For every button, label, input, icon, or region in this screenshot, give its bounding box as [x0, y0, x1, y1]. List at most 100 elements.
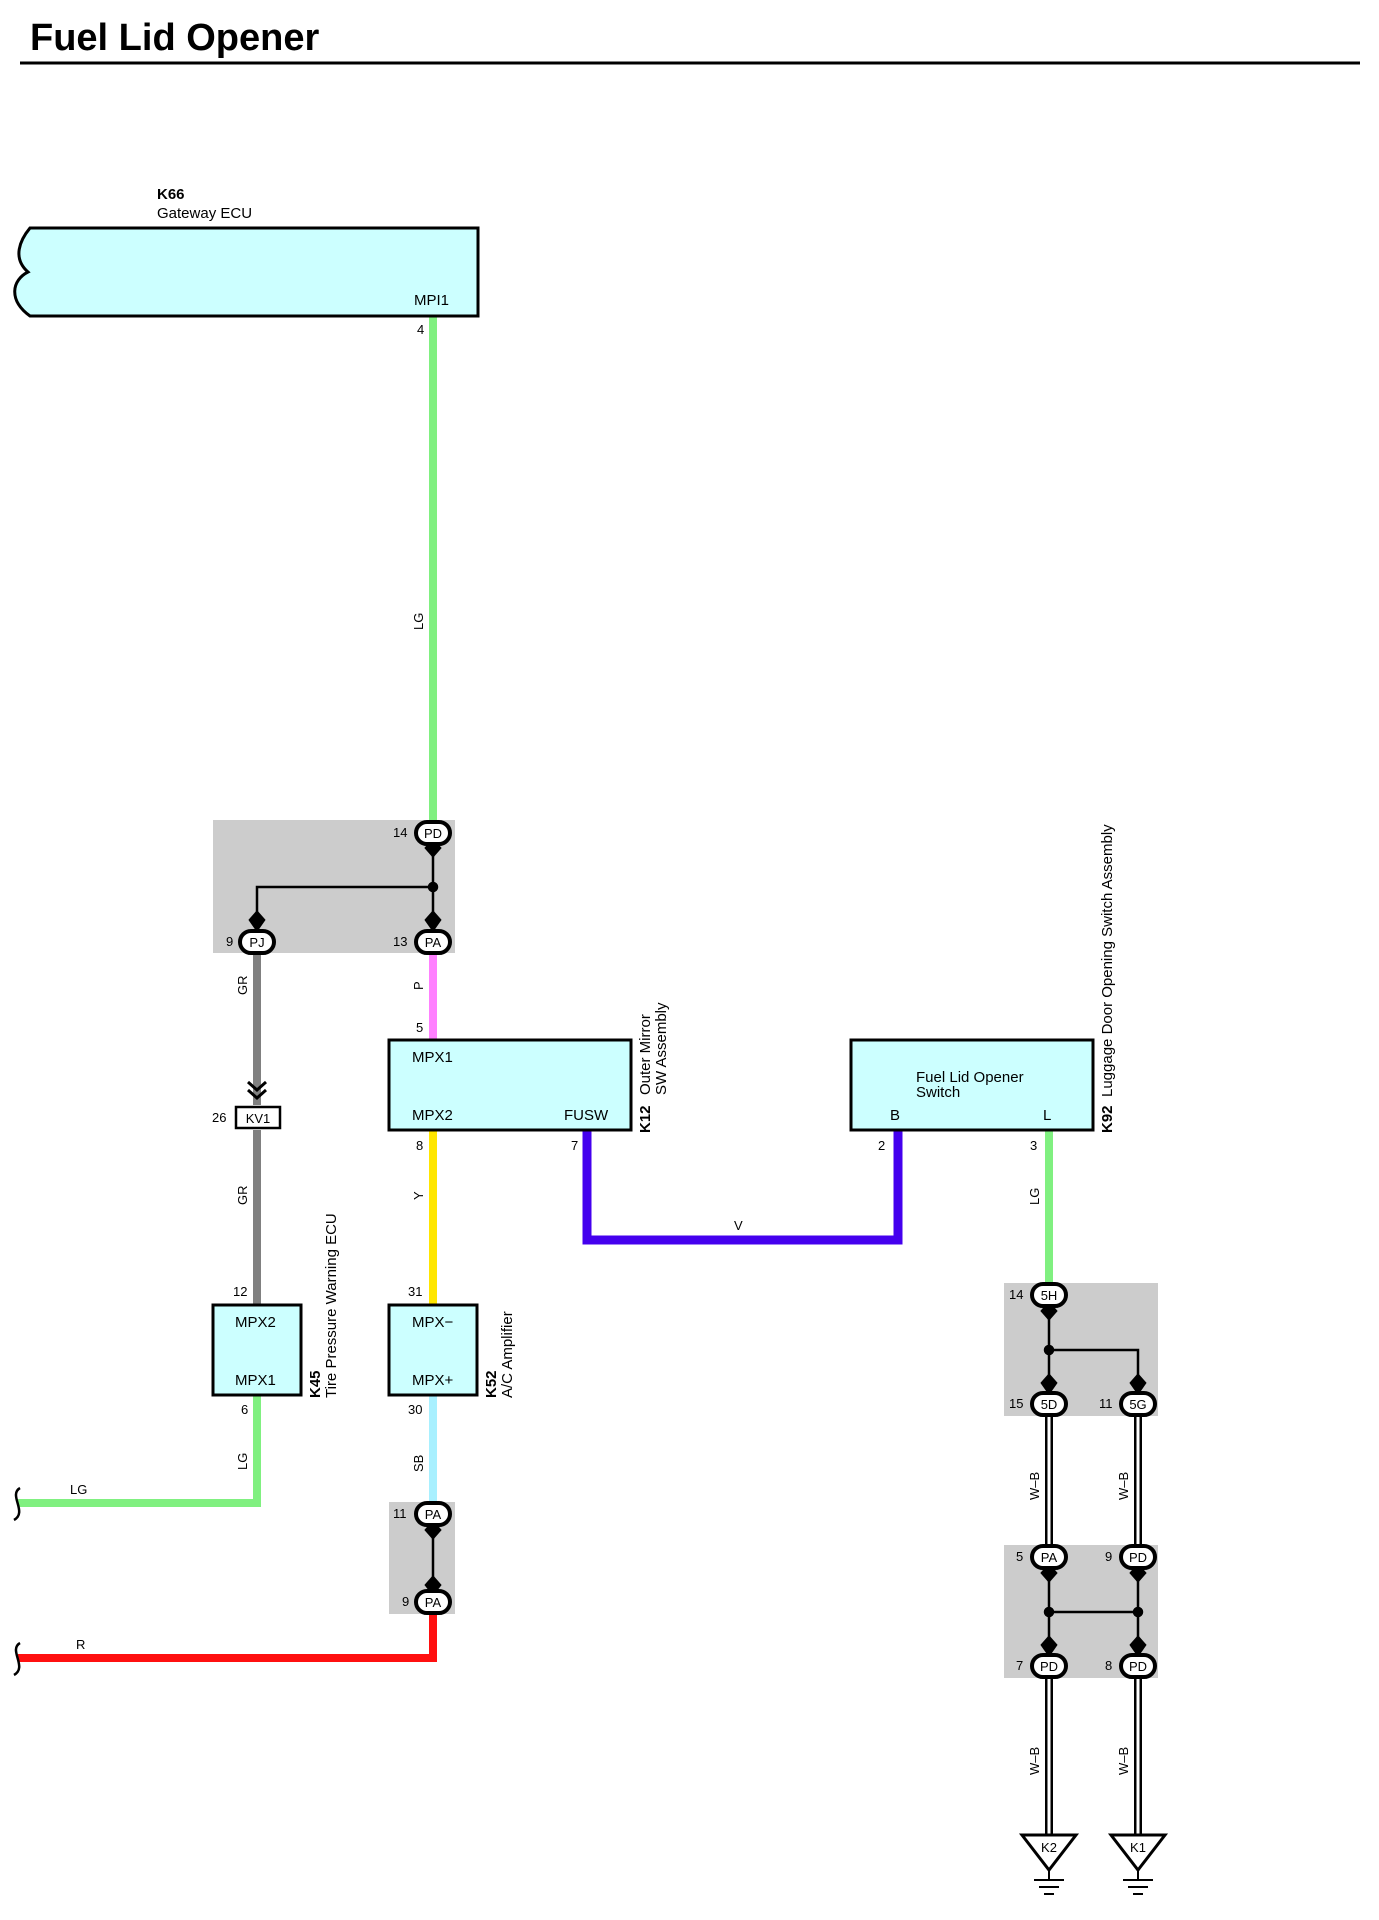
svg-text:PD: PD [1129, 1659, 1147, 1674]
svg-text:PA: PA [425, 1507, 442, 1522]
connector-5g-11: 5G 11 [1099, 1391, 1157, 1417]
outer-mirror-name-1: Outer Mirror [637, 1014, 654, 1095]
wire-label-v: V [734, 1218, 743, 1233]
connector-pa-11: PA 11 [393, 1501, 452, 1527]
gateway-ecu-box [13, 226, 480, 318]
ground-k2: K2 [1018, 1833, 1080, 1895]
outer-mirror-name-2: SW Assembly [653, 1002, 670, 1095]
svg-text:5H: 5H [1041, 1288, 1058, 1303]
ac-amplifier-name: A/C Amplifier [499, 1311, 516, 1398]
luggage-switch-pin-l: 3 [1030, 1138, 1037, 1153]
outer-mirror-terminal-fusw: FUSW [564, 1107, 609, 1124]
svg-text:PJ: PJ [249, 935, 264, 950]
connector-kv1-26: KV1 26 [212, 1080, 282, 1130]
tire-pressure-pin-mpx2: 12 [233, 1284, 247, 1299]
wire-label-lg-left-vertical: LG [235, 1453, 250, 1470]
wire-label-wb-1: W–B [1027, 1472, 1042, 1500]
connector-pa-5: PA 5 [1016, 1544, 1068, 1570]
svg-text:7: 7 [1016, 1658, 1023, 1673]
ac-amplifier-terminal-mpxp: MPX+ [412, 1372, 454, 1389]
outer-mirror-pin-mpx2: 8 [416, 1138, 423, 1153]
luggage-switch-name: Luggage Door Opening Switch Assembly [1099, 824, 1116, 1097]
gateway-ecu-code: K66 [157, 186, 185, 203]
wire-v [582, 1130, 903, 1245]
ac-amplifier-pin-mpxp: 30 [408, 1402, 422, 1417]
outer-mirror-terminal-mpx2: MPX2 [412, 1107, 453, 1124]
connector-pd-9: PD 9 [1105, 1544, 1157, 1570]
ac-amplifier-box [387, 1303, 479, 1397]
svg-text:PD: PD [1129, 1550, 1147, 1565]
svg-text:9: 9 [226, 934, 233, 949]
svg-text:PD: PD [1040, 1659, 1058, 1674]
svg-text:8: 8 [1105, 1658, 1112, 1673]
connector-pa-9: PA 9 [402, 1589, 452, 1615]
wire-label-sb: SB [411, 1455, 426, 1472]
wire-label-gr-lower: GR [235, 1186, 250, 1206]
svg-text:15: 15 [1009, 1396, 1023, 1411]
wire-r [18, 1614, 437, 1662]
wire-label-p: P [411, 981, 426, 990]
wire-break-r [13, 1641, 21, 1677]
outer-mirror-pin-mpx1: 5 [416, 1020, 423, 1035]
svg-text:PA: PA [1041, 1550, 1058, 1565]
svg-text:9: 9 [402, 1594, 409, 1609]
gateway-ecu-terminal: MPI1 [414, 292, 449, 309]
svg-text:5: 5 [1016, 1549, 1023, 1564]
connector-pj-9: PJ 9 [226, 929, 276, 955]
wire-label-wb-4: W–B [1116, 1747, 1131, 1775]
outer-mirror-terminal-mpx1: MPX1 [412, 1049, 453, 1066]
tire-pressure-pin-mpx1: 6 [241, 1402, 248, 1417]
wire-lg-left [18, 1395, 261, 1507]
wire-label-lg-left: LG [70, 1482, 87, 1497]
svg-text:K1: K1 [1130, 1840, 1146, 1855]
svg-text:5D: 5D [1041, 1397, 1058, 1412]
luggage-door-switch-box [849, 1038, 1095, 1132]
connector-5d-15: 5D 15 [1009, 1391, 1068, 1417]
splice-upper-left [248, 838, 442, 933]
fuel-lid-switch-label-1: Fuel Lid Opener [916, 1069, 1024, 1086]
wire-label-lg-main: LG [411, 613, 426, 630]
splice-right-upper [1040, 1301, 1147, 1396]
svg-text:13: 13 [393, 934, 407, 949]
outer-mirror-pin-fusw: 7 [571, 1138, 578, 1153]
svg-text:11: 11 [1099, 1396, 1113, 1411]
connector-pd-14: PD 14 [393, 820, 452, 846]
outer-mirror-sw-box [387, 1038, 633, 1132]
luggage-switch-terminal-l: L [1043, 1107, 1051, 1124]
wire-label-y: Y [411, 1191, 426, 1200]
wire-label-r: R [76, 1637, 85, 1652]
connector-pd-8: PD 8 [1105, 1653, 1157, 1679]
tire-pressure-terminal-mpx1: MPX1 [235, 1372, 276, 1389]
gateway-ecu-pin: 4 [417, 322, 424, 337]
ground-k1: K1 [1107, 1833, 1169, 1895]
svg-text:26: 26 [212, 1110, 226, 1125]
ac-amplifier-code: K52 [483, 1370, 500, 1398]
wire-label-gr-upper: GR [235, 976, 250, 996]
outer-mirror-code: K12 [637, 1105, 654, 1133]
ac-amplifier-pin-mpxm: 31 [408, 1284, 422, 1299]
connector-pa-13: PA 13 [393, 929, 452, 955]
page-title: Fuel Lid Opener [30, 17, 319, 59]
gateway-ecu-name: Gateway ECU [157, 205, 252, 222]
svg-text:K2: K2 [1041, 1840, 1057, 1855]
tire-pressure-code: K45 [307, 1370, 324, 1398]
luggage-switch-terminal-b: B [890, 1107, 900, 1124]
fuel-lid-switch-label-2: Switch [916, 1084, 960, 1101]
svg-text:PD: PD [424, 826, 442, 841]
svg-text:PA: PA [425, 1595, 442, 1610]
svg-text:14: 14 [1009, 1287, 1023, 1302]
tire-pressure-ecu-box [211, 1303, 303, 1397]
tire-pressure-name: Tire Pressure Warning ECU [323, 1213, 340, 1398]
splice-right-lower [1040, 1563, 1147, 1658]
wire-label-lg-k92: LG [1027, 1188, 1042, 1205]
svg-text:14: 14 [393, 825, 407, 840]
tire-pressure-terminal-mpx2: MPX2 [235, 1314, 276, 1331]
svg-text:PA: PA [425, 935, 442, 950]
svg-text:5G: 5G [1129, 1397, 1146, 1412]
ac-amplifier-terminal-mpxm: MPX− [412, 1314, 454, 1331]
luggage-switch-pin-b: 2 [878, 1138, 885, 1153]
connector-pd-7: PD 7 [1016, 1653, 1068, 1679]
luggage-switch-code: K92 [1099, 1105, 1116, 1133]
svg-text:KV1: KV1 [246, 1111, 271, 1126]
